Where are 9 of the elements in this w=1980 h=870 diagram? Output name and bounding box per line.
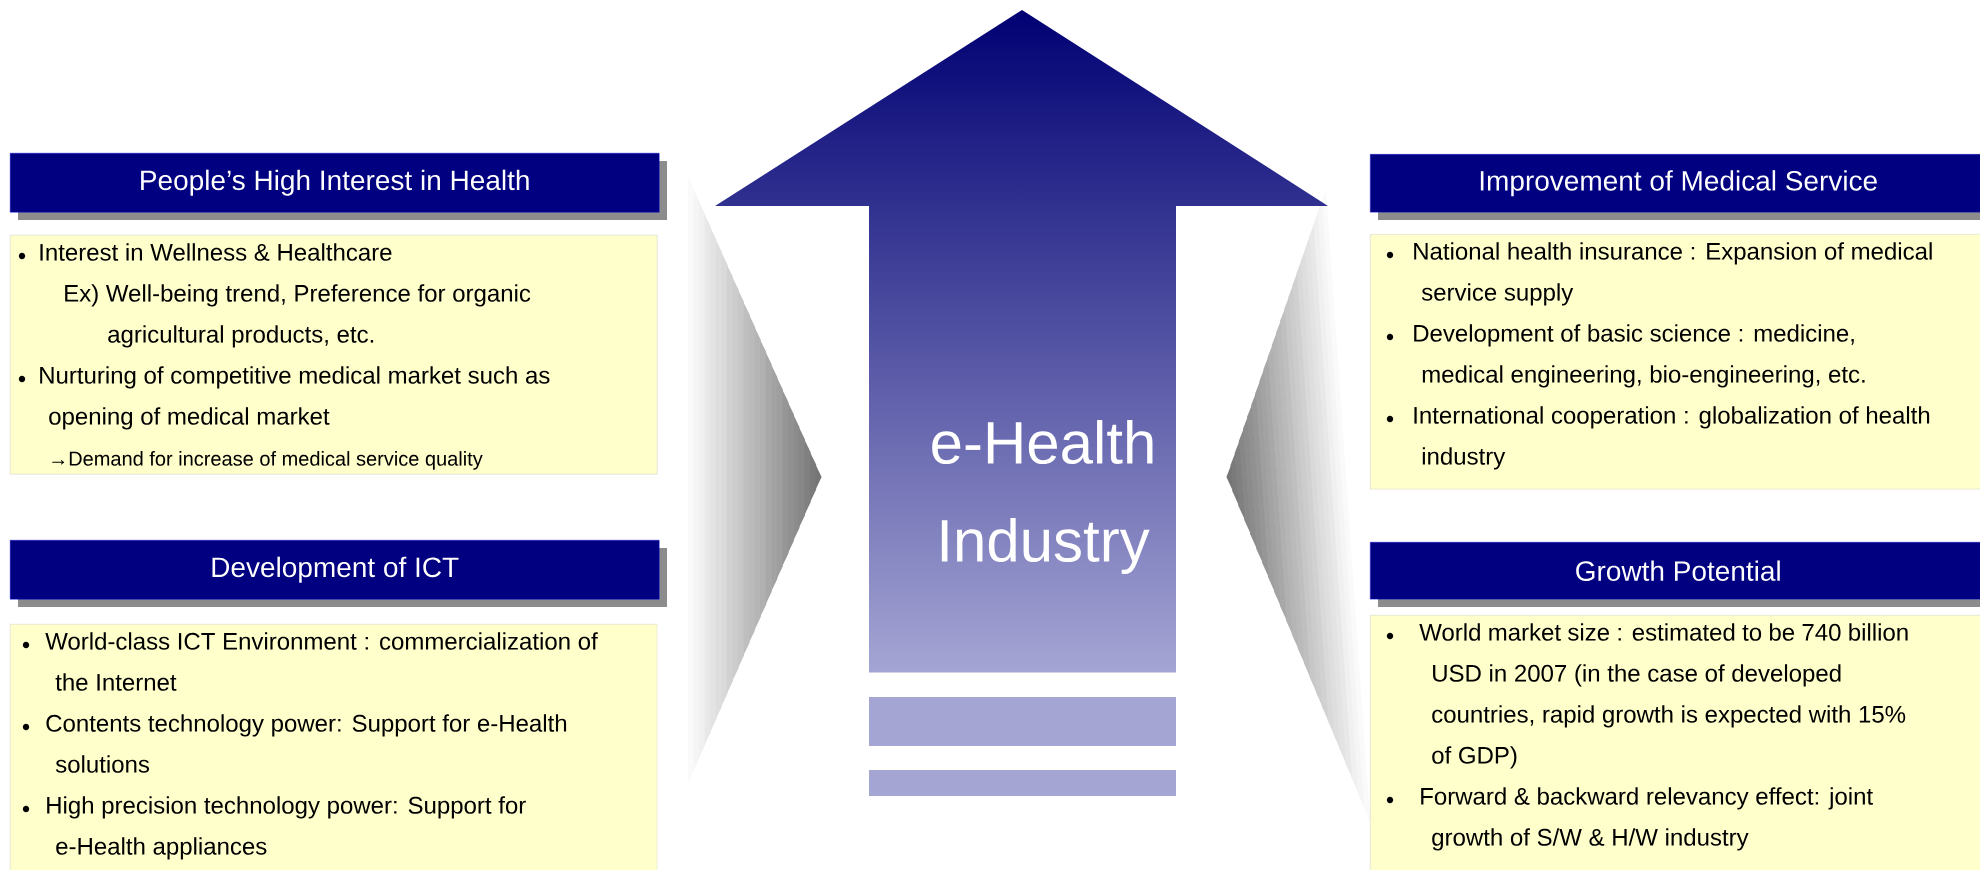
header-bar: Improvement of Medical Service (1370, 154, 1980, 220)
text-box: World-class ICT Environment : commercialization of the Internet Contents technology power: Support for e-Health solutions High precision technology power: Support for e-Health appliances (10, 624, 658, 870)
text-box: World market size : estimated to be 740 billion USD in 2007 (in the case of developed countries, rapid growth is expected with 15% of GDP) Forward & backward relevancy effect: joint growth of S/W & H/W industry (1370, 615, 1980, 870)
up-arrow: e-Health Industry (932, 420, 1153, 574)
header-bar: People’s High Interest in Health (10, 153, 667, 220)
header-bar: Growth Potential (1370, 542, 1980, 607)
text-box: National health insurance : Expansion of medical service supply Development of basic science : medicine, medical engineering, bio-engineering, etc. International cooperation : globalization of health industry (1370, 234, 1980, 490)
header-bar: Development of ICT (10, 540, 667, 607)
text-box: Interest in Wellness & Healthcare Ex) Well-being trend, Preference for organic agricultural products, etc. Nurturing of competitive medical market such as opening of medical market →Demand for increase of medical service quality (10, 235, 658, 475)
